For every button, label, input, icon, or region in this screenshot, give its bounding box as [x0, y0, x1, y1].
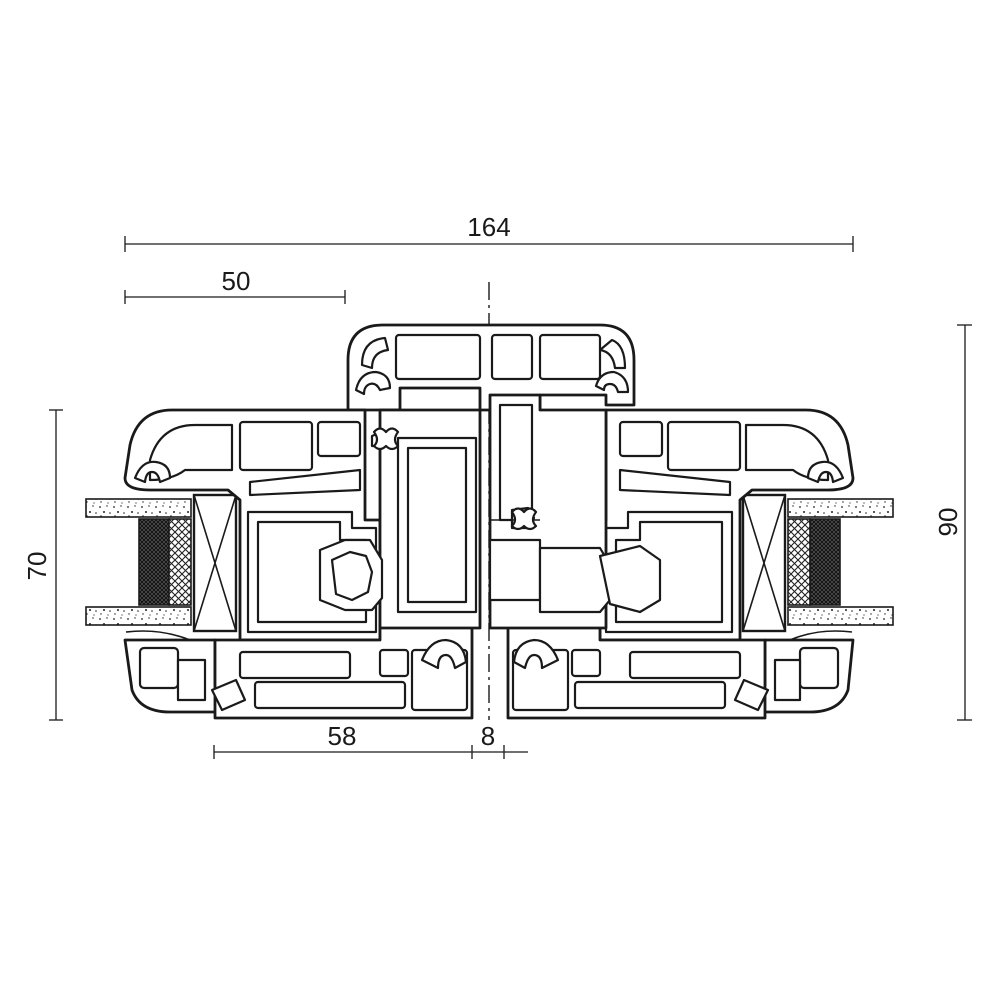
dimension-label-164: 164: [467, 212, 510, 242]
dimension-label-58: 58: [328, 721, 357, 751]
mullion-core-left: [318, 408, 482, 630]
glass-pane-left-bottom: [85, 606, 192, 626]
frame-right: [506, 623, 770, 720]
spacer-right: [809, 518, 841, 606]
frame-left: [210, 623, 474, 720]
dimension-58: 58: [213, 721, 473, 759]
dimension-164: 164: [124, 212, 854, 252]
dimension-label-90: 90: [933, 508, 963, 537]
sealant-left: [168, 518, 192, 606]
glass-pane-right-bottom: [787, 606, 894, 626]
hardware-clip-left: [372, 427, 400, 451]
dimension-50: 50: [124, 266, 346, 304]
dimension-label-50: 50: [222, 266, 251, 296]
dimension-label-70: 70: [22, 552, 52, 581]
spacer-left: [138, 518, 170, 606]
sash-right: [598, 408, 855, 642]
dimension-70: 70: [22, 409, 63, 721]
glass-pane-right-top: [787, 498, 894, 518]
dimension-label-8: 8: [481, 721, 495, 751]
sealant-right: [787, 518, 811, 606]
dimension-90: 90: [933, 324, 972, 721]
glazing-left: [85, 493, 238, 633]
glass-pane-left-top: [85, 498, 192, 518]
dimension-8: 8: [472, 721, 528, 759]
hardware-clip-right: [510, 507, 538, 531]
glazing-right: [741, 493, 894, 633]
